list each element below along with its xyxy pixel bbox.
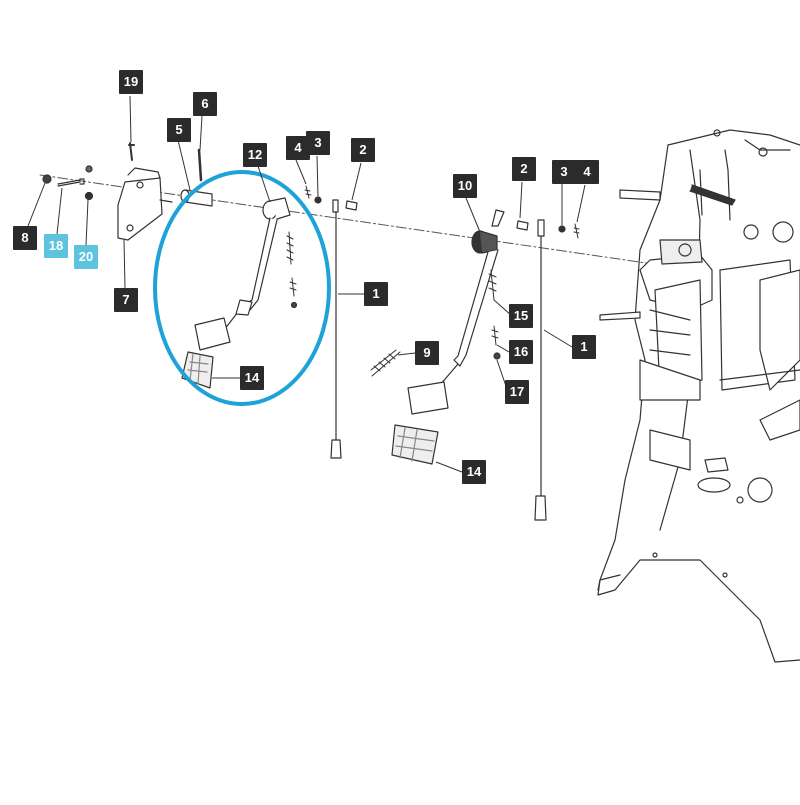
- callout-9: 9: [415, 341, 439, 365]
- callout-19: 19: [119, 70, 143, 94]
- callout-16: 16: [509, 340, 533, 364]
- callout-12: 12: [243, 143, 267, 167]
- highlight-ring: [153, 170, 331, 406]
- part-2-clevis-b: [516, 220, 529, 231]
- part-9-spring: [370, 349, 401, 377]
- part-4-spring-a: [304, 185, 312, 199]
- callout-2a: 2: [351, 138, 375, 162]
- callout-5: 5: [167, 118, 191, 142]
- tractor-frame: [597, 129, 800, 663]
- part-3-nut-b: [558, 225, 566, 233]
- callout-4b: 4: [575, 160, 599, 184]
- right-pedal-assembly: [391, 209, 505, 465]
- part-6-pin: [197, 148, 203, 182]
- part-1-rod-a: [330, 199, 342, 459]
- callout-1a: 1: [364, 282, 388, 306]
- callout-14a: 14: [240, 366, 264, 390]
- callout-7: 7: [114, 288, 138, 312]
- part-20-nut: [84, 191, 94, 201]
- callout-6: 6: [193, 92, 217, 116]
- part-2-clevis-a: [345, 200, 358, 211]
- part-8-washer: [42, 174, 52, 184]
- part-18-bolt: [57, 178, 85, 187]
- callout-17: 17: [505, 380, 529, 404]
- callout-2b: 2: [512, 157, 536, 181]
- callout-3b: 3: [552, 160, 576, 184]
- leader-lines: [27, 95, 586, 473]
- callout-3a: 3: [306, 131, 330, 155]
- callout-15: 15: [509, 304, 533, 328]
- part-7-bracket: [117, 177, 163, 241]
- left-pedal-assembly: [181, 197, 298, 389]
- callout-10: 10: [453, 174, 477, 198]
- part-1-rod-b: [534, 219, 547, 521]
- callout-20: 20: [74, 245, 98, 269]
- part-4-spring-b: [573, 223, 580, 239]
- part-nut-top: [85, 165, 93, 173]
- part-3-nut-a: [314, 196, 322, 204]
- callout-18: 18: [44, 234, 68, 258]
- callout-14b: 14: [462, 460, 486, 484]
- spring-right: [488, 269, 497, 301]
- callout-1b: 1: [572, 335, 596, 359]
- spring-left: [286, 231, 294, 265]
- callout-8: 8: [13, 226, 37, 250]
- part-19-pin: [128, 142, 135, 161]
